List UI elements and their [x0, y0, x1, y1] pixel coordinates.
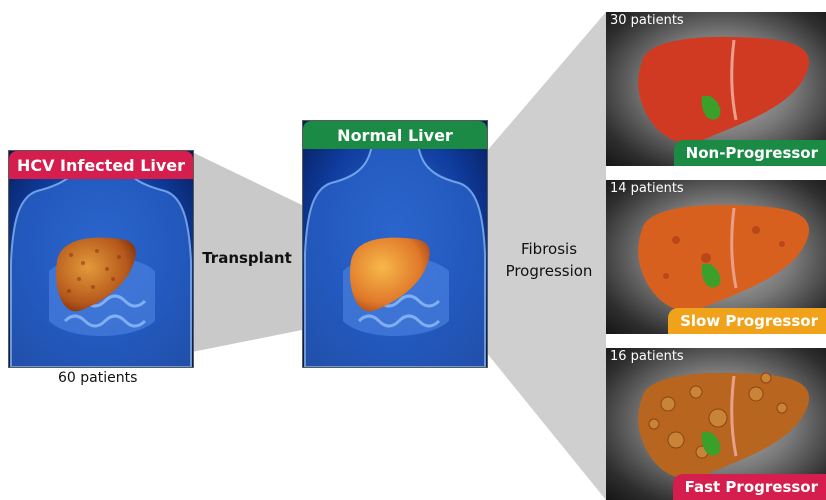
- normal-liver-panel: Normal Liver: [302, 120, 488, 368]
- outcome-tag: Non-Progressor: [674, 140, 826, 166]
- hcv-infected-header: HCV Infected Liver: [9, 151, 193, 179]
- outcome-count: 14 patients: [610, 181, 684, 196]
- outcome-card-fast-progressor: 16 patients Fast Progressor: [606, 348, 826, 500]
- normal-liver-header: Normal Liver: [303, 121, 487, 149]
- transplant-label: Transplant: [202, 247, 292, 269]
- patient-count-caption: 60 patients: [58, 370, 137, 386]
- outcome-tag: Fast Progressor: [673, 474, 826, 500]
- hcv-infected-panel: HCV Infected Liver: [8, 150, 194, 368]
- outcome-card-non-progressor: 30 patients Non-Progressor: [606, 12, 826, 166]
- outcome-card-slow-progressor: 14 patients Slow Progressor: [606, 180, 826, 334]
- body-illustration: [303, 121, 487, 367]
- outcome-count: 16 patients: [610, 349, 684, 364]
- body-illustration: [9, 151, 193, 367]
- fibrosis-label-line1: Fibrosis: [498, 238, 600, 260]
- fibrosis-label-line2: Progression: [498, 260, 600, 282]
- outcome-count: 30 patients: [610, 13, 684, 28]
- outcome-tag: Slow Progressor: [668, 308, 826, 334]
- fibrosis-progression-label: Fibrosis Progression: [498, 238, 600, 282]
